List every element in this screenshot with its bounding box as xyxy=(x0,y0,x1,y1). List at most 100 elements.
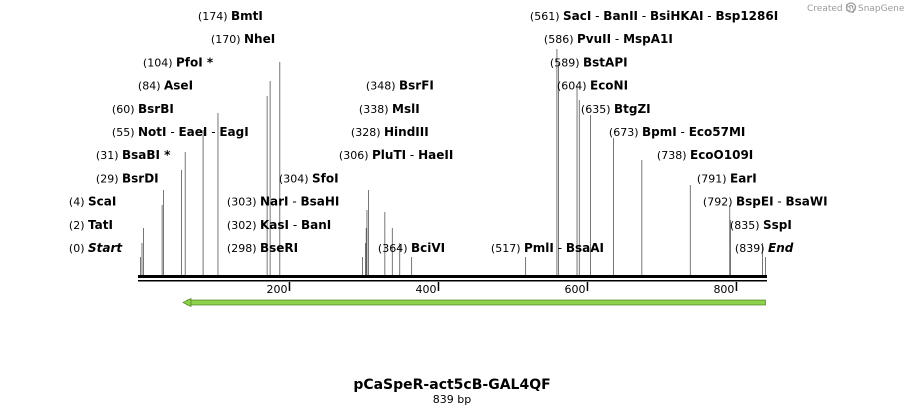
site-position: (84) xyxy=(138,80,164,93)
site-position: (839) xyxy=(735,242,768,255)
site-label-end[interactable]: (839) End xyxy=(735,241,794,255)
site-position: (0) xyxy=(69,242,88,255)
enzyme-name: BmtI xyxy=(231,9,263,23)
enzyme-name: BanI xyxy=(301,218,331,232)
site-label-nari[interactable]: (303) NarI - BsaHI xyxy=(227,195,339,209)
site-position: (835) xyxy=(730,219,763,232)
enzyme-name: BsrBI xyxy=(138,102,174,116)
enzyme-name: PvuII xyxy=(577,32,611,46)
site-label-start[interactable]: (0) Start xyxy=(69,241,123,255)
enzyme-name: Start xyxy=(88,241,123,255)
site-label-kasi[interactable]: (302) KasI - BanI xyxy=(227,218,331,232)
enzyme-name: BsaBI * xyxy=(122,148,171,162)
site-label-nhei[interactable]: (170) NheI xyxy=(211,32,275,46)
site-label-bseri[interactable]: (298) BseRI xyxy=(227,241,298,255)
enzyme-name: SspI xyxy=(763,218,792,232)
site-position: (2) xyxy=(69,219,88,232)
site-position: (60) xyxy=(112,103,138,116)
site-position: (302) xyxy=(227,219,260,232)
name-separator: - xyxy=(554,241,566,255)
enzyme-name: NotI xyxy=(138,125,167,139)
enzyme-name: EagI xyxy=(219,125,248,139)
site-label-bstapi[interactable]: (589) BstAPI xyxy=(550,55,628,69)
site-label-saci[interactable]: (561) SacI - BanII - BsiHKAI - Bsp1286I xyxy=(530,9,778,23)
site-label-bsrbi[interactable]: (60) BsrBI xyxy=(112,102,174,116)
site-label-asei[interactable]: (84) AseI xyxy=(138,79,193,93)
enzyme-name: EaeI xyxy=(178,125,207,139)
enzyme-name: BspEI xyxy=(736,195,774,209)
enzyme-name: BsrFI xyxy=(399,79,434,93)
site-position: (170) xyxy=(211,33,244,46)
feature-arrowhead xyxy=(182,298,192,307)
site-position: (174) xyxy=(198,10,231,23)
enzyme-name: HaeII xyxy=(418,148,453,162)
site-label-eari[interactable]: (791) EarI xyxy=(697,171,757,185)
site-label-sfoi[interactable]: (304) SfoI xyxy=(279,171,339,185)
site-label-bspei[interactable]: (792) BspEI - BsaWI xyxy=(703,195,828,209)
site-label-bsrdi[interactable]: (29) BsrDI xyxy=(96,171,159,185)
site-label-pluti[interactable]: (306) PluTI - HaeII xyxy=(339,148,453,162)
enzyme-name: ScaI xyxy=(88,195,116,209)
enzyme-name: SfoI xyxy=(312,171,339,185)
site-label-ecoo109i[interactable]: (738) EcoO109I xyxy=(657,148,753,162)
feature-bar xyxy=(186,299,766,306)
site-label-sspi[interactable]: (835) SspI xyxy=(730,218,792,232)
leader-lines xyxy=(140,49,766,275)
ruler-tick-label-200: 200 xyxy=(266,283,287,296)
site-position: (29) xyxy=(96,172,122,185)
enzyme-name: NheI xyxy=(244,32,275,46)
name-separator: - xyxy=(289,195,301,209)
site-label-bcivi[interactable]: (364) BciVI xyxy=(378,241,445,255)
site-label-noti[interactable]: (55) NotI - EaeI - EagI xyxy=(112,125,249,139)
site-position: (673) xyxy=(609,126,642,139)
feature-arrow[interactable] xyxy=(182,298,766,307)
site-position: (328) xyxy=(351,126,384,139)
site-position: (635) xyxy=(581,103,614,116)
site-position: (517) xyxy=(491,242,524,255)
backbone-bottom-strand xyxy=(138,280,767,282)
sequence-backbone xyxy=(138,275,767,282)
site-label-hindiii[interactable]: (328) HindIII xyxy=(351,125,429,139)
enzyme-name: BseRI xyxy=(260,241,298,255)
site-label-pfoi[interactable]: (104) PfoI * xyxy=(143,55,214,69)
site-position: (364) xyxy=(378,242,411,255)
name-separator: - xyxy=(677,125,689,139)
site-labels: (0) Start (2) TatI (4) ScaI (29) BsrDI (31) … xyxy=(69,9,828,255)
snapgene-brand-name: SnapGene xyxy=(858,4,905,14)
site-label-econi[interactable]: (604) EcoNI xyxy=(557,79,628,93)
enzyme-name: BsaHI xyxy=(301,195,340,209)
site-label-pvuii[interactable]: (586) PvuII - MspA1I xyxy=(544,32,673,46)
name-separator: - xyxy=(406,148,418,162)
enzyme-name: EarI xyxy=(730,171,757,185)
site-position: (791) xyxy=(697,172,730,185)
site-label-msli[interactable]: (338) MslI xyxy=(359,102,420,116)
site-label-bsabi[interactable]: (31) BsaBI * xyxy=(96,148,171,162)
site-label-scai[interactable]: (4) ScaI xyxy=(69,195,116,209)
site-label-btgzi[interactable]: (635) BtgZI xyxy=(581,102,651,116)
site-position: (348) xyxy=(366,80,399,93)
site-label-bsrfi[interactable]: (348) BsrFI xyxy=(366,79,434,93)
site-label-bmti[interactable]: (174) BmtI xyxy=(198,9,263,23)
enzyme-name: BciVI xyxy=(411,241,445,255)
enzyme-name: MspA1I xyxy=(623,32,673,46)
name-separator: - xyxy=(207,125,219,139)
enzyme-name: BsrDI xyxy=(122,171,159,185)
created-by-label: Created by xyxy=(807,4,857,14)
site-label-pmli[interactable]: (517) PmlI - BsaAI xyxy=(491,241,604,255)
backbone-top-strand xyxy=(138,275,767,278)
snapgene-brand: Created by SnapGene xyxy=(807,2,905,14)
enzyme-name: BsiHKAI xyxy=(650,9,704,23)
name-separator: - xyxy=(167,125,179,139)
site-position: (604) xyxy=(557,80,590,93)
enzyme-name: BanII xyxy=(603,9,638,23)
site-label-bpmi[interactable]: (673) BpmI - Eco57MI xyxy=(609,125,745,139)
enzyme-name: PluTI xyxy=(372,148,406,162)
site-label-tati[interactable]: (2) TatI xyxy=(69,218,113,232)
site-position: (792) xyxy=(703,196,736,209)
site-position: (31) xyxy=(96,149,122,162)
ruler-tick-label-800: 800 xyxy=(713,283,734,296)
enzyme-name: NarI xyxy=(260,195,289,209)
name-separator: - xyxy=(638,9,650,23)
